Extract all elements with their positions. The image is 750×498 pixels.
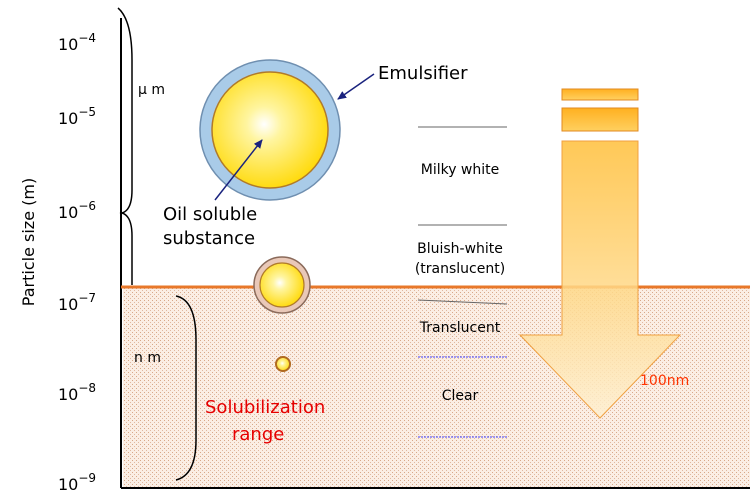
solubilization-label-line2: range <box>232 424 284 445</box>
appearance-clear: Clear <box>442 388 479 404</box>
nano-range-brace <box>175 295 197 481</box>
emulsifier-label: Emulsifier <box>378 63 468 84</box>
tick-label: 10−7 <box>58 291 96 314</box>
tick-label: 10−8 <box>58 381 96 404</box>
oil-soluble-pointer <box>214 139 263 201</box>
arrow-bar-middle <box>561 107 639 132</box>
appearance-bluish-white-line2: (translucent) <box>415 261 505 277</box>
nano-range-label: n m <box>134 350 161 366</box>
nano-region <box>123 288 750 488</box>
oil-soluble-label-line1: Oil soluble <box>163 204 257 225</box>
oil-soluble-label-line2: substance <box>163 228 255 249</box>
micro-range-brace <box>117 7 133 285</box>
tick-label: 10−4 <box>58 31 96 54</box>
separator-translucent-top <box>417 299 508 305</box>
appearance-translucent: Translucent <box>419 320 501 336</box>
tick-label: 10−9 <box>58 471 96 494</box>
emulsified-particle-small <box>275 356 291 372</box>
appearance-bluish-white-line1: Bluish-white <box>417 241 503 257</box>
emulsified-particle-large <box>199 59 341 201</box>
arrow-body <box>518 140 682 419</box>
arrow-bar-top <box>561 88 639 101</box>
micro-range-label: μ m <box>138 82 165 98</box>
size-reduction-arrow <box>518 88 682 419</box>
emulsifier-pointer <box>337 73 375 100</box>
emulsified-particle-medium <box>253 256 311 314</box>
solubilization-label-line1: Solubilization <box>205 397 325 418</box>
threshold-label: 100nm <box>640 373 689 389</box>
y-tick-labels: 10−4 10−5 10−6 10−7 10−8 10−9 <box>58 31 96 494</box>
tick-label: 10−6 <box>58 199 96 222</box>
y-axis-title: Particle size (m) <box>19 178 38 306</box>
tick-label: 10−5 <box>58 105 96 128</box>
appearance-milky-white: Milky white <box>421 162 500 178</box>
